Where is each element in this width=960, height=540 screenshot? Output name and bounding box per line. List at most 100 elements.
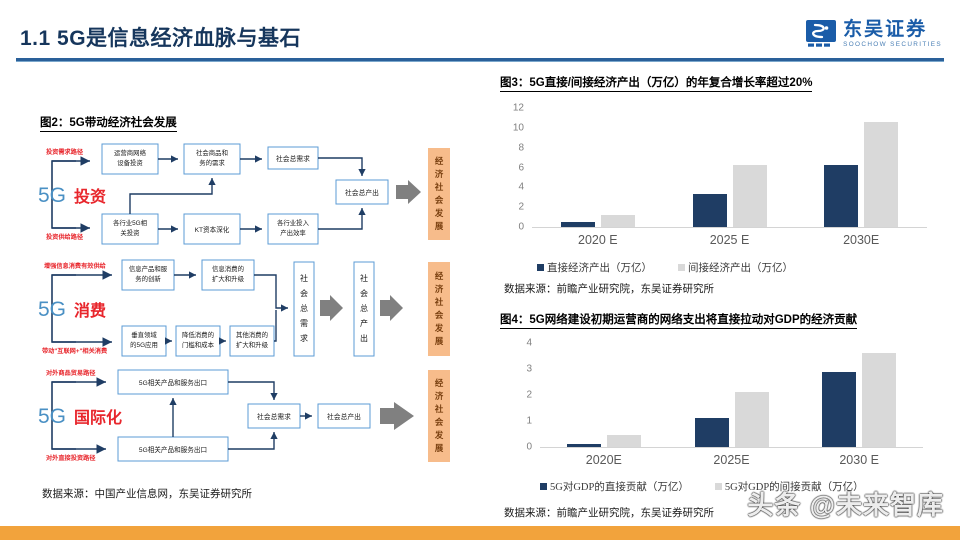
bar-direct <box>822 371 857 447</box>
svg-text:发: 发 <box>434 430 444 440</box>
bar-indirect <box>606 435 641 447</box>
figure2-source: 数据来源：中国产业信息网，东吴证券研究所 <box>42 489 252 500</box>
svg-text:5G相关产品和服务出口: 5G相关产品和服务出口 <box>139 378 207 387</box>
y-axis-tick: 3 <box>526 363 532 375</box>
svg-text:社: 社 <box>360 273 368 283</box>
svg-text:投资需求路径: 投资需求路径 <box>46 148 84 156</box>
svg-text:会: 会 <box>360 288 368 298</box>
svg-text:济: 济 <box>435 284 444 294</box>
legend-label: 直接经济产出（万亿） <box>547 263 652 274</box>
y-axis-tick: 2 <box>526 389 532 401</box>
x-axis-category: 2030E <box>843 233 880 247</box>
y-axis-tick: 0 <box>526 441 532 453</box>
bar-indirect <box>600 215 635 227</box>
svg-text:其他消费的: 其他消费的 <box>236 330 268 339</box>
page-title: 1.1 5G是信息经济血脉与基石 <box>20 27 302 50</box>
header-rule <box>16 58 944 61</box>
svg-text:社: 社 <box>300 273 308 283</box>
svg-text:5G: 5G <box>38 298 66 321</box>
figure3-caption: 图3：5G直接/间接经济产出（万亿）的年复合增长率超过20% <box>500 74 813 92</box>
legend-item: 直接经济产出（万亿） <box>537 260 652 275</box>
y-axis-tick: 0 <box>518 221 524 233</box>
svg-text:社会总产出: 社会总产出 <box>327 412 361 421</box>
svg-text:投资供给路径: 投资供给路径 <box>46 233 84 241</box>
bar-indirect <box>864 121 899 227</box>
y-axis-tick: 6 <box>518 162 524 173</box>
y-axis-tick: 12 <box>512 102 524 114</box>
bar-direct <box>694 418 729 447</box>
svg-text:经: 经 <box>435 156 444 166</box>
svg-text:门槛和成本: 门槛和成本 <box>182 340 215 349</box>
svg-text:社会总需求: 社会总需求 <box>276 154 310 163</box>
x-axis-line <box>540 447 923 448</box>
svg-text:产出效率: 产出效率 <box>280 228 306 237</box>
x-axis-category: 2030 E <box>839 453 879 467</box>
svg-text:经: 经 <box>435 378 444 388</box>
brand-logo-text: 东吴证券 SOOCHOW SECURITIES <box>843 20 942 48</box>
svg-text:社: 社 <box>434 404 444 414</box>
svg-text:展: 展 <box>434 443 444 453</box>
svg-text:产: 产 <box>360 318 368 328</box>
svg-text:运营商网络: 运营商网络 <box>114 148 147 157</box>
svg-text:5G相关产品和服务出口: 5G相关产品和服务出口 <box>139 445 207 454</box>
figure3-source: 数据来源：前瞻产业研究院，东吴证券研究所 <box>504 284 714 295</box>
svg-text:带动"互联网+"相关消费: 带动"互联网+"相关消费 <box>42 347 108 355</box>
bar-direct <box>560 222 595 227</box>
figure2-diagram: 投资需求路径 投资供给路径 5G 投资 运营商网络 设备投资 社会商品和 务的需… <box>36 136 466 476</box>
svg-text:总: 总 <box>300 303 308 313</box>
header-rule-secondary <box>16 61 944 62</box>
svg-text:需: 需 <box>300 319 308 328</box>
legend-swatch <box>714 483 722 490</box>
x-axis-category: 2020 E <box>578 233 618 247</box>
figure4-caption: 图4：5G网络建设初期运营商的网络支出将直接拉动对GDP的经济贡献 <box>500 311 858 329</box>
svg-text:扩大和升级: 扩大和升级 <box>212 274 245 283</box>
svg-text:KT资本深化: KT资本深化 <box>195 225 230 234</box>
bar-direct <box>824 164 859 227</box>
svg-text:会: 会 <box>434 195 444 205</box>
bar-direct <box>692 194 727 227</box>
footer-accent-bar <box>0 526 960 540</box>
svg-text:会: 会 <box>434 310 444 320</box>
svg-text:关投资: 关投资 <box>120 228 140 237</box>
figure4-source: 数据来源：前瞻产业研究院，东吴证券研究所 <box>504 508 714 519</box>
svg-text:济: 济 <box>435 169 444 179</box>
svg-text:的5G应用: 的5G应用 <box>130 340 158 349</box>
y-axis-tick: 4 <box>518 181 524 193</box>
brand-logo: 东吴证券 SOOCHOW SECURITIES <box>806 20 942 48</box>
brand-name-cn: 东吴证券 <box>843 19 928 40</box>
x-axis-category: 2020E <box>585 453 622 467</box>
svg-text:发: 发 <box>434 208 444 218</box>
svg-text:设备投资: 设备投资 <box>117 158 143 167</box>
svg-text:增强信息消费有效供给: 增强信息消费有效供给 <box>44 262 107 270</box>
svg-text:社: 社 <box>434 297 444 307</box>
legend-label: 5G对GDP的间接贡献（万亿） <box>724 482 864 493</box>
svg-text:发: 发 <box>434 323 444 333</box>
svg-text:社会总产出: 社会总产出 <box>345 188 379 197</box>
svg-text:总: 总 <box>360 303 368 313</box>
legend-swatch <box>537 264 544 271</box>
legend-label: 间接经济产出（万亿） <box>688 263 793 274</box>
bar-direct <box>566 444 601 447</box>
y-axis-tick: 1 <box>526 415 532 427</box>
svg-text:社: 社 <box>434 182 444 192</box>
y-axis-tick: 10 <box>512 122 524 134</box>
y-axis-tick: 8 <box>518 142 524 154</box>
svg-text:对外直接投资路径: 对外直接投资路径 <box>46 454 96 462</box>
y-axis-tick: 2 <box>518 201 524 213</box>
svg-text:展: 展 <box>434 221 444 231</box>
x-axis-line <box>532 227 927 228</box>
bar-indirect <box>734 392 769 447</box>
legend-item: 5G对GDP的间接贡献（万亿） <box>714 479 864 494</box>
legend-swatch <box>678 264 685 271</box>
svg-text:国际化: 国际化 <box>74 408 122 427</box>
y-axis-tick: 4 <box>526 337 532 349</box>
legend-label: 5G对GDP的直接贡献（万亿） <box>550 482 689 493</box>
svg-text:对外商品贸易路径: 对外商品贸易路径 <box>46 369 96 377</box>
svg-text:降低消费的: 降低消费的 <box>182 330 214 339</box>
svg-text:济: 济 <box>435 391 444 401</box>
svg-text:各行业投入: 各行业投入 <box>277 218 310 227</box>
svg-text:务的需求: 务的需求 <box>199 158 225 167</box>
